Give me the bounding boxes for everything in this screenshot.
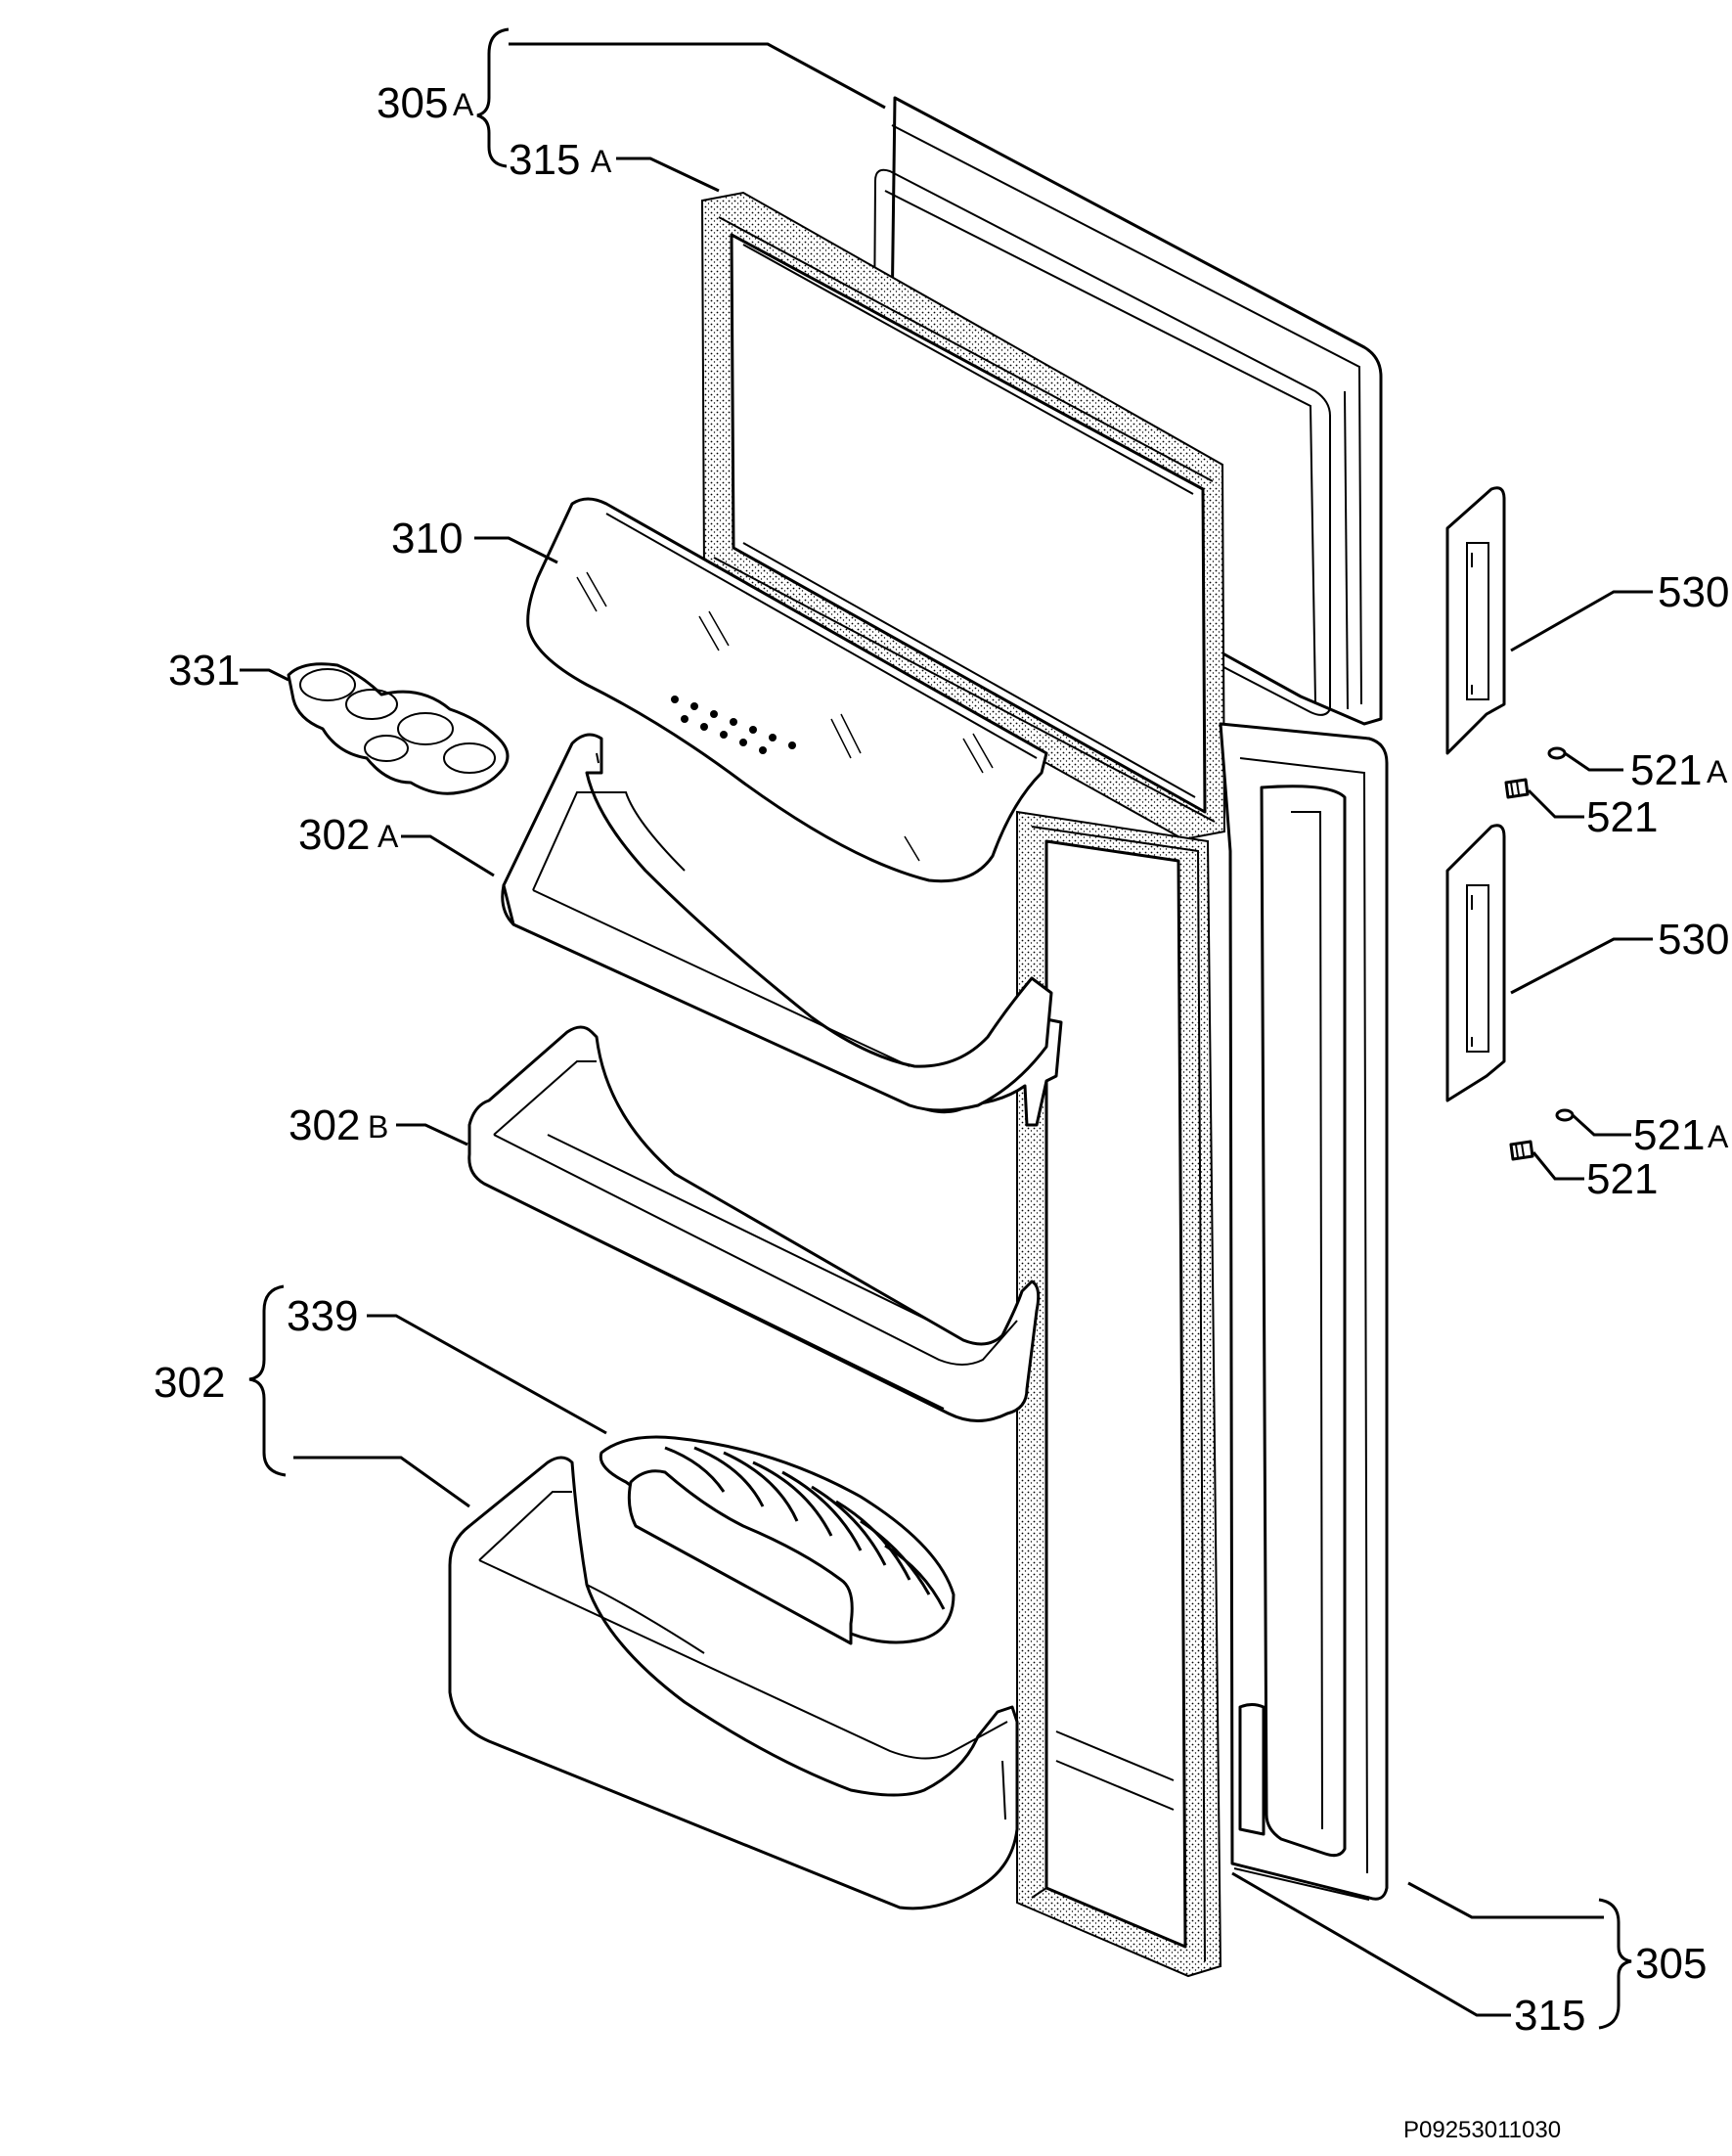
callout-label-shelf-middle: 302 B xyxy=(289,1101,388,1149)
callout-label-door-upper: 305 A xyxy=(377,79,474,127)
callout-label-cap-lower: 521 A xyxy=(1633,1111,1729,1159)
door-shelf-upper xyxy=(501,733,1063,1127)
svg-text:315: 315 xyxy=(1514,1992,1585,2040)
hinge-cap-upper xyxy=(1547,746,1567,760)
callout-label-shelf-group: 302 xyxy=(154,1359,225,1407)
diagram-reference-code: P09253011030 xyxy=(1403,2117,1561,2143)
svg-text:315: 315 xyxy=(509,136,580,184)
svg-text:310: 310 xyxy=(391,515,463,562)
door-shelf-middle xyxy=(467,1025,1041,1422)
svg-text:B: B xyxy=(368,1109,388,1145)
egg-tray xyxy=(287,662,510,795)
svg-text:305: 305 xyxy=(1635,1940,1707,1988)
callout-label-bottle-holder: 339 xyxy=(287,1292,358,1340)
svg-text:A: A xyxy=(453,87,474,122)
upper-door-panel xyxy=(871,96,1383,726)
svg-text:331: 331 xyxy=(168,647,240,695)
svg-text:302: 302 xyxy=(289,1101,360,1149)
handle-lower xyxy=(1445,824,1506,1102)
callout-label-handle-upper: 530 xyxy=(1658,568,1729,616)
handle-upper xyxy=(1445,486,1506,755)
svg-text:A: A xyxy=(1708,1119,1729,1154)
svg-text:521: 521 xyxy=(1630,746,1702,794)
svg-text:A: A xyxy=(1707,754,1728,789)
hinge-cap-lower xyxy=(1555,1108,1575,1122)
svg-text:521: 521 xyxy=(1586,793,1658,841)
lower-door-gasket xyxy=(1016,810,1222,1978)
svg-text:A: A xyxy=(591,144,612,179)
callout-label-shelf-upper: 302 A xyxy=(298,811,399,859)
svg-text:339: 339 xyxy=(287,1292,358,1340)
callout-label-door-lower: 305 xyxy=(1635,1940,1707,1988)
callout-label-screw-lower: 521 xyxy=(1586,1155,1658,1203)
callout-label-shelf-cover: 310 xyxy=(391,515,463,562)
lower-door-panel xyxy=(1219,722,1389,1901)
svg-text:305: 305 xyxy=(377,79,448,127)
callout-label-gasket-lower: 315 xyxy=(1514,1992,1585,2040)
callout-label-handle-lower: 530 xyxy=(1658,916,1729,964)
svg-text:521: 521 xyxy=(1633,1111,1705,1159)
shelf-cover xyxy=(526,497,1048,883)
svg-text:A: A xyxy=(377,819,399,854)
hinge-screw-upper xyxy=(1504,778,1530,799)
svg-text:530: 530 xyxy=(1658,916,1729,964)
callout-label-egg-tray: 331 xyxy=(168,647,240,695)
callout-label-gasket-upper: 315 A xyxy=(509,136,612,184)
leader-lines xyxy=(240,27,1653,2030)
svg-text:521: 521 xyxy=(1586,1155,1658,1203)
door-shelf-bottom xyxy=(448,1456,1019,1910)
callout-label-screw-upper: 521 xyxy=(1586,793,1658,841)
svg-text:302: 302 xyxy=(298,811,370,859)
bottle-holder xyxy=(599,1435,955,1645)
hinge-screw-lower xyxy=(1509,1140,1534,1161)
svg-text:530: 530 xyxy=(1658,568,1729,616)
svg-text:302: 302 xyxy=(154,1359,225,1407)
upper-door-gasket xyxy=(700,191,1226,841)
callout-label-cap-upper: 521 A xyxy=(1630,746,1728,794)
